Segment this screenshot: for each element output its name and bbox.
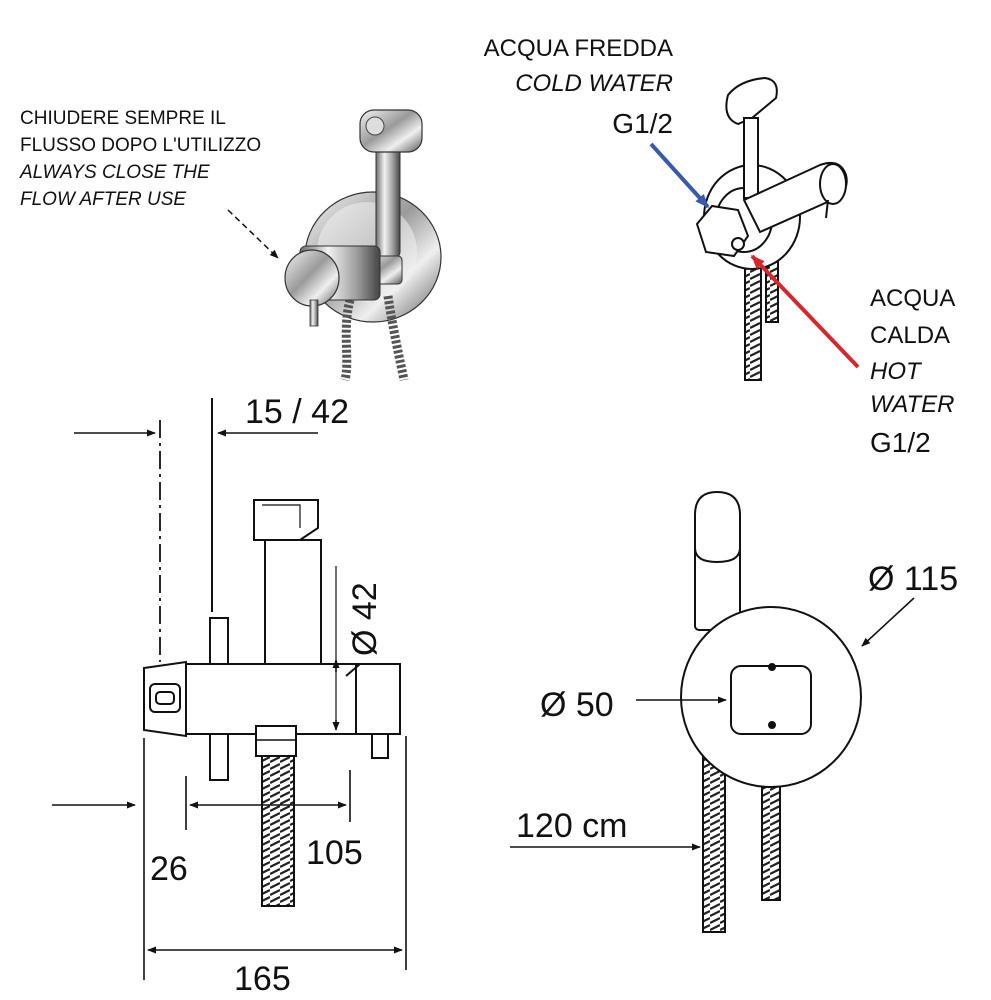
product-drawing-connections xyxy=(695,76,848,381)
hot-water-en-line-1: HOT xyxy=(870,358,923,385)
dim-total-length: 165 xyxy=(234,960,291,998)
front-view xyxy=(680,490,862,933)
side-view-dimensions xyxy=(52,429,407,980)
hot-water-en-line-2: WATER xyxy=(870,391,954,418)
hot-water-arrow xyxy=(750,254,860,369)
dim-offset: 26 xyxy=(150,850,188,888)
side-view xyxy=(143,398,401,907)
dim-wall-depth: 15 / 42 xyxy=(245,393,349,431)
cold-water-arrow xyxy=(649,142,710,209)
close-flow-note: CHIUDERE SEMPRE IL FLUSSO DOPO L'UTILIZZ… xyxy=(19,108,279,259)
cold-water-note: ACQUA FREDDA COLD WATER G1/2 xyxy=(484,35,710,209)
cold-water-en: COLD WATER xyxy=(515,70,673,97)
hot-water-it-line-1: ACQUA xyxy=(870,285,955,312)
front-view-dimensions xyxy=(510,597,915,851)
hot-water-thread: G1/2 xyxy=(870,427,931,458)
dim-spacing: 105 xyxy=(306,834,363,872)
dim-inner-diameter: Ø 50 xyxy=(540,686,614,724)
hot-water-note: ACQUA CALDA HOT WATER G1/2 xyxy=(750,254,955,458)
close-flow-it-line-1: CHIUDERE SEMPRE IL xyxy=(20,108,226,129)
close-flow-leader xyxy=(227,209,279,259)
cold-water-thread: G1/2 xyxy=(612,108,673,139)
product-photo-front xyxy=(284,109,442,382)
dim-hose-length: 120 cm xyxy=(516,807,628,845)
close-flow-en-line-2: FLOW AFTER USE xyxy=(20,189,186,210)
hot-water-it-line-2: CALDA xyxy=(870,322,950,349)
close-flow-it-line-2: FLUSSO DOPO L'UTILIZZO xyxy=(20,135,261,156)
dim-body-diameter: Ø 42 xyxy=(346,582,384,656)
close-flow-en-line-1: ALWAYS CLOSE THE xyxy=(19,162,210,183)
dim-plate-diameter: Ø 115 xyxy=(868,560,958,598)
cold-water-it: ACQUA FREDDA xyxy=(484,35,673,62)
